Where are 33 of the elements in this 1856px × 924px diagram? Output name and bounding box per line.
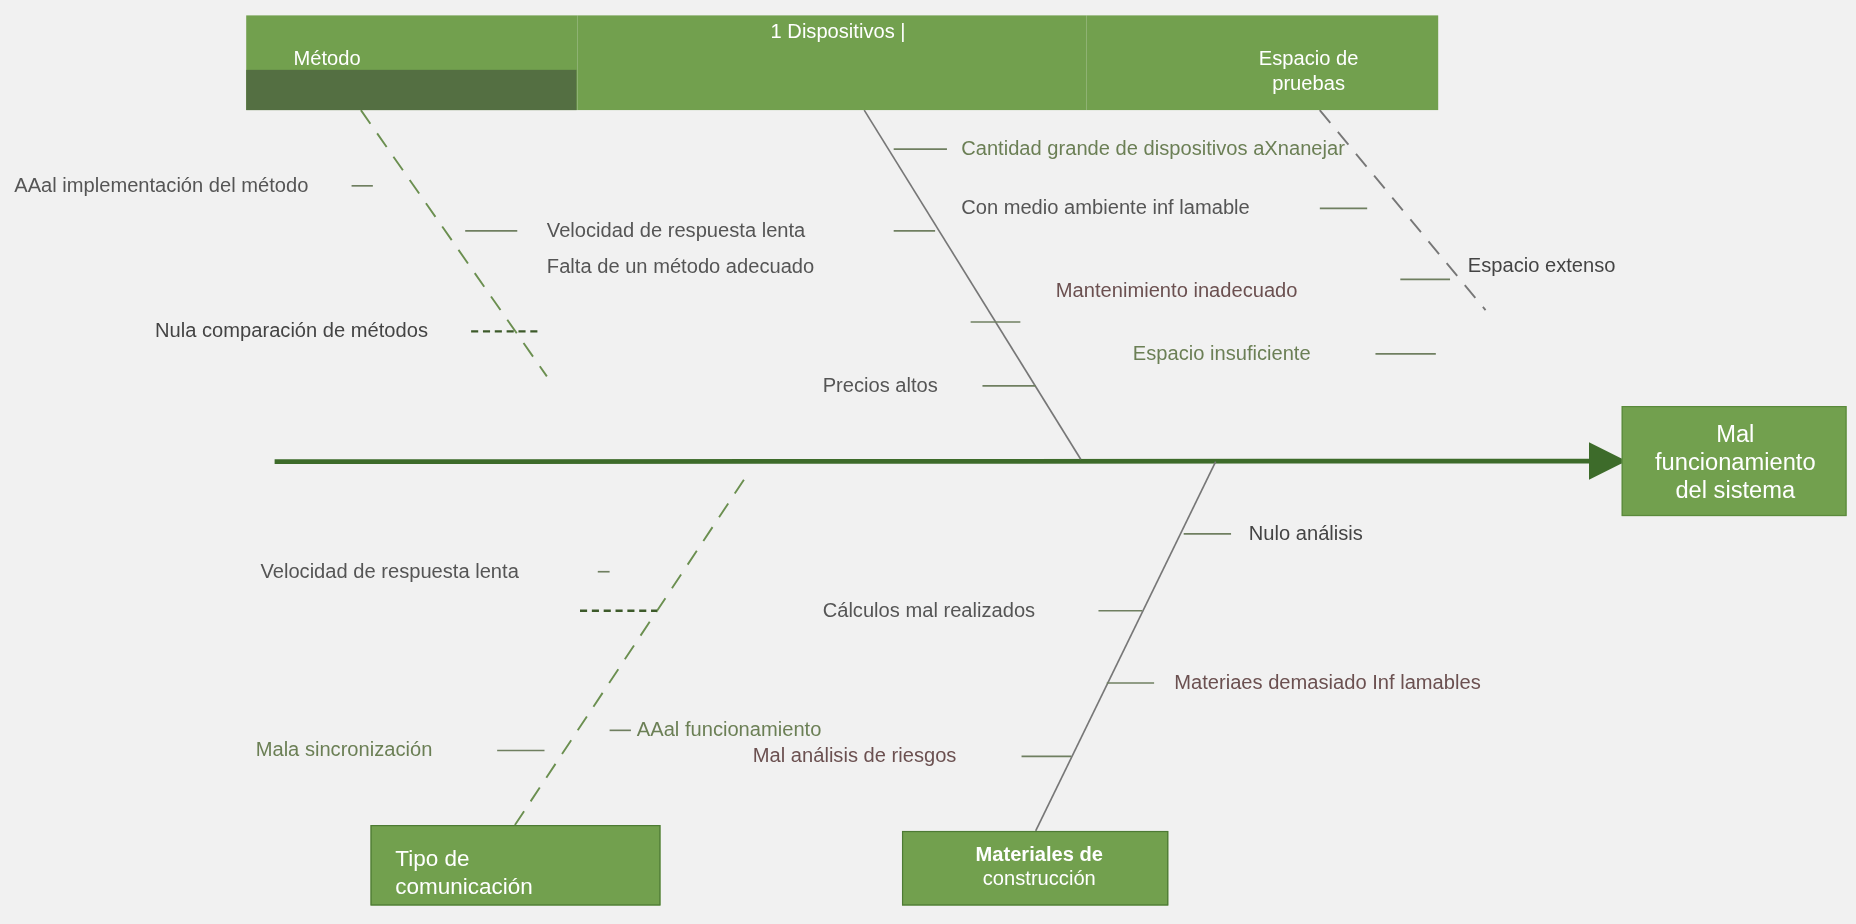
cause-label: Velocidad de respuesta lenta [260,559,519,584]
cause-label: Cálculos mal realizados [822,598,1036,623]
cause-label: Precios altos [822,374,938,398]
cause-label: Velocidad de respuesta lenta [546,219,806,243]
cause-label: AAal funcionamiento [636,718,822,743]
category-box [370,825,661,906]
box-label: 1 Dispositivos | [769,19,907,44]
cause-label: Con medio ambiente inf lamable [961,196,1250,221]
bone-line [863,109,1082,461]
effect-box [1621,406,1847,517]
cause-label: Mala sincronización [255,738,433,763]
cause-label: AAal implementación del método [14,174,309,198]
cause-label: Cantidad grande de dispositivos aXnanejar [961,137,1345,161]
cause-label: Espacio extenso [1467,254,1616,279]
cause-label: Mal análisis de riesgos [752,744,957,769]
cause-label: Mantenimiento inadecuado [1055,279,1298,304]
box-label: Método [293,46,362,71]
category-box [902,830,1169,906]
cause-label: Materiaes demasiado Inf lamables [1174,671,1481,695]
box-label: Mal funcionamiento del sistema [1654,419,1817,505]
bone-line [1034,460,1217,832]
category-box [246,15,578,111]
cause-label: Falta de un método adecuado [546,255,815,280]
cause-label: Espacio insuficiente [1132,342,1311,366]
category-box [577,15,1087,111]
cause-label: Nulo análisis [1248,522,1363,546]
cause-label: Nula comparación de métodos [155,319,428,344]
box-label: Tipo de comunicación [395,845,534,900]
box-label: Espacio de pruebas [1257,46,1360,96]
bone-line [359,109,548,378]
box-label: Materiales de construcción [974,841,1105,892]
bone-line [1318,109,1487,312]
category-box [1086,15,1439,111]
